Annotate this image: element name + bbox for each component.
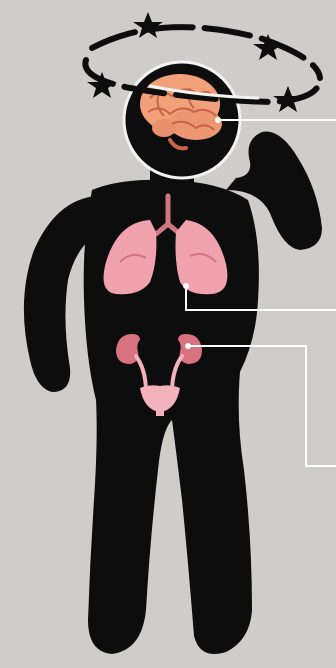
dizzy-person-illustration	[0, 0, 336, 668]
